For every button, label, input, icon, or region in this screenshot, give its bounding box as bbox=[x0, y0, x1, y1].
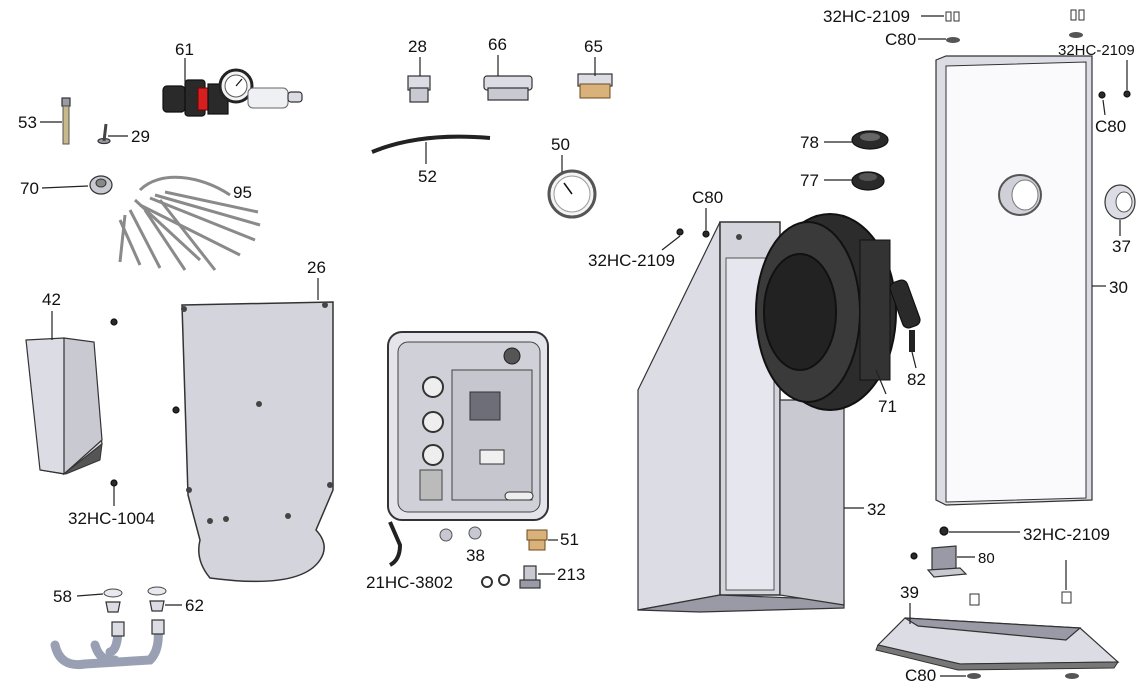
hose-reel-71 bbox=[755, 213, 897, 411]
label-28: 28 bbox=[408, 37, 427, 56]
label-80: 80 bbox=[978, 550, 995, 567]
label-52: 52 bbox=[418, 167, 437, 186]
box-cover-42 bbox=[25, 337, 103, 476]
label-78: 78 bbox=[800, 133, 819, 152]
label-62: 62 bbox=[185, 596, 204, 615]
label-38: 38 bbox=[466, 546, 485, 565]
pipe-manifold bbox=[50, 623, 163, 670]
label-26: 26 bbox=[307, 258, 326, 277]
label-21hc-3802: 21HC-3802 bbox=[366, 573, 453, 592]
label-c80-a: C80 bbox=[692, 188, 723, 207]
fitting-66 bbox=[483, 75, 533, 101]
label-70: 70 bbox=[20, 179, 39, 198]
label-77: 77 bbox=[800, 171, 819, 190]
hose-52 bbox=[371, 134, 491, 154]
label-66: 66 bbox=[488, 35, 507, 54]
screw-set-top-left bbox=[945, 11, 960, 43]
control-panel-unit bbox=[387, 331, 549, 567]
label-95: 95 bbox=[233, 183, 252, 202]
label-51: 51 bbox=[560, 530, 579, 549]
grommet-77 bbox=[851, 171, 885, 191]
nut-70 bbox=[89, 175, 113, 195]
label-37: 37 bbox=[1112, 237, 1131, 256]
label-32hc-2109-d: 32HC-2109 bbox=[1023, 525, 1110, 544]
label-58: 58 bbox=[53, 587, 72, 606]
label-32hc-2109-a: 32HC-2109 bbox=[588, 251, 675, 270]
elbow-213 bbox=[519, 565, 541, 589]
label-65: 65 bbox=[584, 37, 603, 56]
label-50: 50 bbox=[551, 135, 570, 154]
grommet-37 bbox=[1104, 184, 1136, 220]
label-39: 39 bbox=[900, 583, 919, 602]
fitting-65 bbox=[577, 73, 613, 99]
grommet-78 bbox=[851, 130, 889, 150]
label-30: 30 bbox=[1109, 278, 1128, 297]
label-42: 42 bbox=[42, 290, 61, 309]
label-c80-d: C80 bbox=[905, 666, 936, 685]
bolt-53 bbox=[61, 97, 71, 145]
label-32: 32 bbox=[867, 500, 886, 519]
label-c80-c: C80 bbox=[1095, 117, 1126, 136]
screw-set-top-right bbox=[1069, 9, 1085, 38]
label-82: 82 bbox=[907, 370, 926, 389]
label-32hc-2109-b: 32HC-2109 bbox=[823, 7, 910, 26]
pressure-gauge-50 bbox=[547, 169, 597, 219]
fitting-51 bbox=[526, 529, 548, 551]
fitting-28 bbox=[407, 75, 431, 103]
label-213: 213 bbox=[557, 565, 585, 584]
hose-bundle-95 bbox=[118, 175, 261, 271]
hose-end-82 bbox=[889, 279, 921, 352]
screw-29 bbox=[97, 123, 111, 145]
label-61: 61 bbox=[175, 40, 194, 59]
label-32hc-2109-c: 32HC-2109 bbox=[1058, 42, 1135, 59]
label-71: 71 bbox=[878, 397, 897, 416]
label-53: 53 bbox=[18, 113, 37, 132]
label-c80-b: C80 bbox=[885, 30, 916, 49]
label-29: 29 bbox=[131, 127, 150, 146]
drip-tray-39 bbox=[875, 617, 1120, 671]
label-32hc-1004: 32HC-1004 bbox=[68, 509, 155, 528]
side-panel-30 bbox=[935, 55, 1093, 506]
filter-regulator-61 bbox=[162, 68, 303, 117]
mounting-plate-26 bbox=[172, 301, 334, 583]
bracket-80 bbox=[926, 545, 968, 578]
